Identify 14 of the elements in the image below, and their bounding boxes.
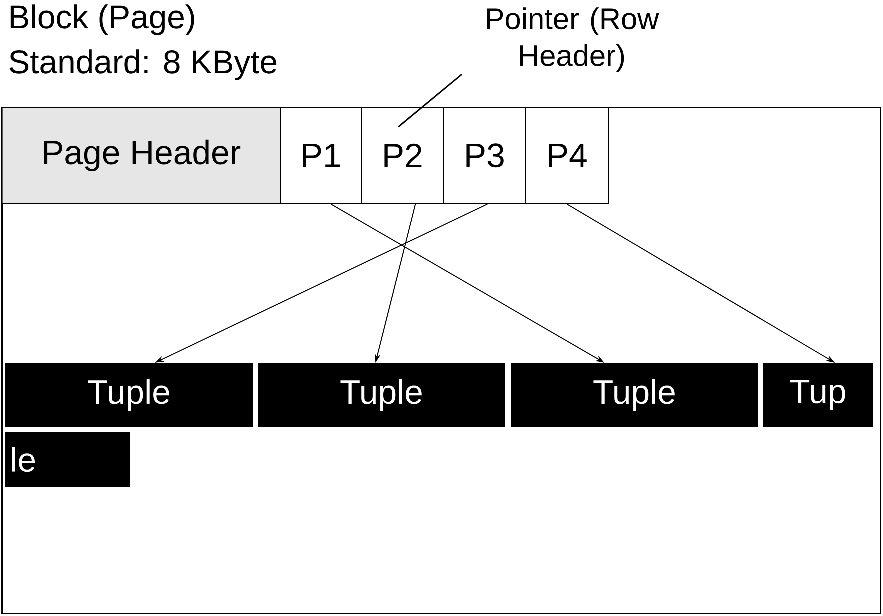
tuple-box: Tup [763,363,874,428]
page-header-box: Page Header [2,107,282,204]
pointer-box: P2 [361,107,444,204]
tuple-box: Tuple [511,363,758,428]
tuple-box: le [5,432,130,488]
pointer-label: Pointer (Row Header) [487,8,660,72]
pointer-box: P3 [443,107,526,204]
node-label: Standard: 8 KByte [10,50,277,80]
pointer-box: P4 [525,107,610,204]
node-label: Block (Page) [10,4,194,36]
pointer-box: P1 [280,107,362,204]
leader-line [398,74,462,128]
tuple-box: Tuple [5,363,254,428]
tuple-box: Tuple [258,363,506,428]
